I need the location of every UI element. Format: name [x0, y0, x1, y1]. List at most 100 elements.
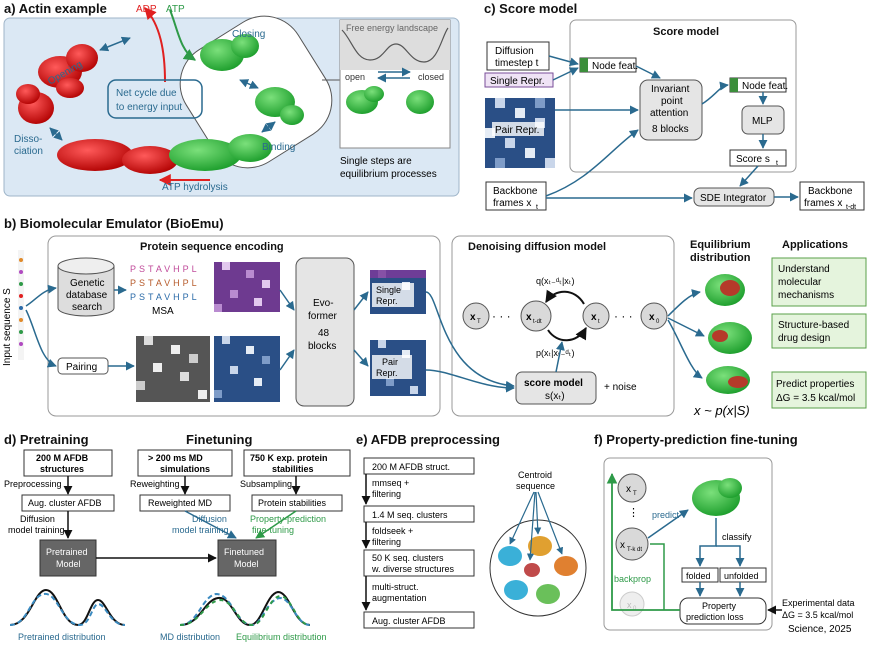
- app-3-label-1: Predict properties: [776, 379, 854, 390]
- pretrained-dist-blue: [9, 593, 126, 627]
- backprop-arrow: [606, 472, 680, 611]
- app-3-box: [771, 371, 867, 409]
- eq-protein-1: [705, 274, 745, 306]
- score-fn-label: s(xₜ): [545, 391, 565, 402]
- backbone-in-label-2: frames x: [493, 198, 531, 209]
- ipa-label-1: Invariant: [651, 84, 690, 95]
- open-label: open: [345, 72, 365, 82]
- centroid-proteins: [498, 536, 578, 604]
- centroid-arrow-3: [537, 491, 564, 555]
- single-repr-arrow: [552, 67, 579, 81]
- backprop-branch: [650, 543, 665, 610]
- evoformer-label-3: 48: [318, 328, 330, 339]
- diffusion-timestep-label-1: Diffusion: [495, 46, 534, 57]
- node-xT-sub: T: [477, 319, 481, 325]
- mlp-label: MLP: [752, 116, 773, 127]
- pretrained-label-1: Pretrained: [46, 547, 88, 557]
- eq-protein-3: [706, 366, 750, 394]
- panel-b: b) Biomolecular Emulator (BioEmu) Input …: [2, 216, 867, 418]
- genetic-label-2: database: [66, 290, 108, 301]
- backbone-out-subscript: t-dt: [846, 204, 856, 211]
- noise-label: + noise: [604, 382, 637, 393]
- evoformer-label-2: former: [308, 311, 338, 322]
- node-xtdt-label: x: [526, 312, 532, 323]
- f-node-xT-label: x: [626, 484, 631, 495]
- node-x0-sub: 0: [656, 319, 660, 325]
- backbone-in-label-1: Backbone: [493, 186, 538, 197]
- input-sequence-letters: [18, 250, 24, 360]
- foldseek-label-1: foldseek +: [372, 526, 413, 536]
- ddm-title: Denoising diffusion model: [468, 241, 606, 253]
- rew-finetuned-arrow: [184, 510, 237, 539]
- exp-data-label-1: Experimental data: [782, 598, 855, 608]
- afdb-label-2: structures: [40, 464, 84, 474]
- f-node-xtk-label: x: [620, 540, 625, 551]
- e-step-3-label-2: w. diverse structures: [371, 564, 455, 574]
- ipa-node-arrow: [701, 81, 729, 105]
- single-repr-b-label-1: Single: [376, 285, 401, 295]
- multi-label-2: augmentation: [372, 593, 427, 603]
- panel-e-title: e) AFDB preprocessing: [356, 432, 500, 447]
- app-1-label-2: molecular: [778, 277, 822, 288]
- node-x0-label: x: [649, 312, 655, 323]
- mmseq-label-2: filtering: [372, 489, 401, 499]
- backbone-out-label-1: Backbone: [808, 186, 853, 197]
- aug-cluster-label: Aug. cluster AFDB: [28, 498, 102, 508]
- backbone-in-subscript: t: [536, 204, 538, 211]
- finetuning-title: Finetuning: [186, 432, 252, 447]
- input-sequence-label: Input sequence S: [2, 288, 13, 366]
- single-repr-label: Single Repr.: [490, 76, 544, 87]
- subsampling-label: Subsampling: [240, 479, 292, 489]
- classify-unfolded-arrow: [716, 545, 745, 567]
- app-1-label-1: Understand: [778, 264, 830, 275]
- diff-training-label-1: Diffusion: [20, 514, 55, 524]
- pretrained-dist-label: Pretrained distribution: [18, 632, 106, 642]
- ipa-label-2: point: [661, 96, 683, 107]
- folded-label: folded: [686, 571, 711, 581]
- predict-arrow: [647, 509, 689, 539]
- p-label: p(xₜ|xₜ₋ᵈₜ): [536, 348, 574, 358]
- node-xT-label: x: [470, 312, 476, 323]
- node-feat-swatch-2: [730, 78, 738, 92]
- stab-finetuned-arrow: [255, 510, 297, 539]
- backbone-out-label-2: frames x: [804, 198, 842, 209]
- app-3-label-2: ΔG = 3.5 kcal/mol: [776, 393, 855, 404]
- e-step-2-box: [363, 505, 475, 523]
- f-node-xtk: [615, 527, 649, 561]
- score-sde-arrow: [739, 165, 759, 187]
- pair-repr-label-bg-b: [372, 355, 412, 379]
- stab-box: [243, 449, 351, 477]
- red-protein-top: [38, 44, 98, 98]
- ft-diff-label-1: Diffusion: [192, 514, 227, 524]
- app-2-label-2: drug design: [778, 333, 830, 344]
- protein-stab-box: [251, 494, 343, 512]
- q-label: q(xₜ₋ᵈₜ|xₜ): [536, 276, 574, 286]
- eq-label-2: distribution: [690, 252, 751, 264]
- f-node-x0: [619, 591, 645, 617]
- binding-label: Binding: [262, 142, 295, 153]
- e-step-4-label: Aug. cluster AFDB: [372, 616, 446, 626]
- finetuned-dist-blue: [179, 592, 311, 627]
- dots-2: · · ·: [614, 309, 633, 323]
- red-protein-left: [16, 84, 54, 124]
- msa-row-2: PSTAVHPL: [130, 278, 200, 288]
- pair-repr-b-label-2: Repr.: [376, 368, 398, 378]
- complex-protein: [57, 134, 272, 174]
- eq-protein-2: [708, 322, 752, 354]
- single-score-arrow: [425, 291, 515, 390]
- green-protein-closing-bottom: [255, 87, 304, 125]
- finetuned-dist-green: [179, 594, 311, 627]
- dissociation-arrow: [49, 127, 63, 141]
- pair-repr-label-bg: [492, 122, 544, 136]
- msa-row-1: PSTAVHPL: [130, 264, 200, 274]
- fel-title: Free energy landscape: [346, 23, 438, 33]
- adp-arrow: [144, 7, 166, 83]
- exp-data-label-2: ΔG = 3.5 kcal/mol: [782, 610, 853, 620]
- evoformer-label-4: blocks: [308, 341, 336, 352]
- score-label: Score s: [736, 154, 770, 165]
- evo-pair-arrow: [353, 349, 369, 367]
- loss-label-2: prediction loss: [686, 612, 744, 622]
- panel-e: e) AFDB preprocessing 200 M AFDB struct.…: [356, 432, 587, 629]
- atp-label: ATP: [166, 4, 185, 15]
- eq-formula: x ~ p(x|S): [693, 403, 750, 418]
